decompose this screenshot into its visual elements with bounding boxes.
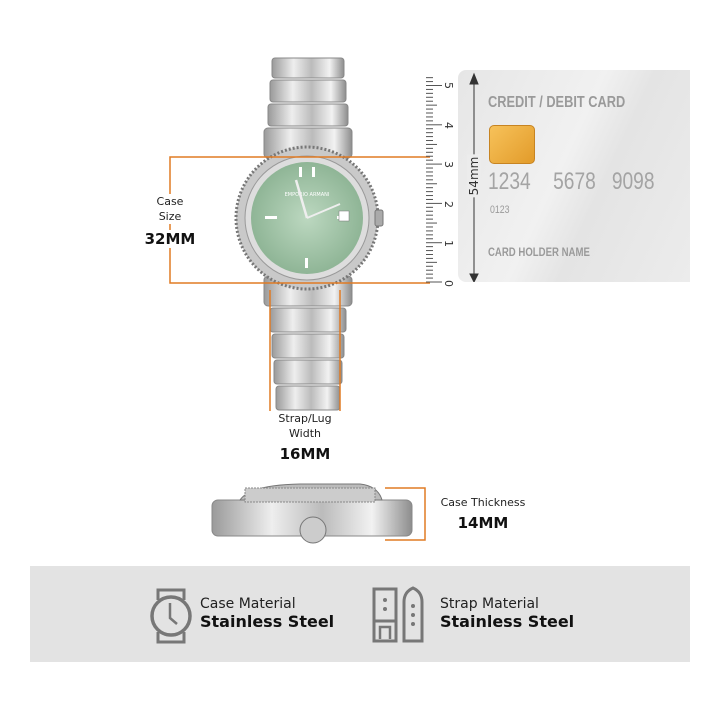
materials-panel: Case Material Stainless Steel Strap Mate… [30,566,690,662]
card-holder-name: CARD HOLDER NAME [488,245,590,259]
card-title: CREDIT / DEBIT CARD [488,94,626,111]
chip-icon [489,125,535,164]
card-small-number: 0123 [490,204,510,216]
card-number-group: 9098 [611,168,655,195]
case-thickness-value: 14MM [457,514,509,532]
strap-material-label: Strap Material [440,596,539,612]
case-material-label: Case Material [200,596,296,612]
ruler-tick-4: 4 [442,122,455,129]
strap-width-value: 16MM [279,445,331,463]
watch-side-illustration [211,483,413,544]
case-thickness-label: Case Thickness [428,495,538,510]
watch-icon [150,588,192,644]
strap-material-value: Stainless Steel [440,612,575,631]
ruler-tick-5: 5 [442,82,455,89]
case-size-value: 32MM [130,230,210,248]
ruler-tick-3: 3 [442,161,455,168]
ruler-tick-0: 0 [442,280,455,287]
card-number-group: 5678 [553,168,596,195]
strap-icon [372,586,424,643]
brand-text: EMPORIO ARMANI [285,192,330,198]
ruler [426,77,442,283]
credit-card: 54mm CREDIT / DEBIT CARD 1234 5678 9098 01… [458,70,690,282]
watch-front-illustration: EMPORIO ARMANI [169,57,442,544]
card-height-label: 54mm [467,154,481,198]
ruler-labels: 0 1 2 3 4 5 [442,75,457,290]
ruler-tick-1: 1 [442,240,455,247]
card-number-group: 1234 [488,168,531,195]
bracelet-top [263,57,353,159]
crown [374,209,384,227]
case-material-value: Stainless Steel [200,612,335,631]
ruler-tick-2: 2 [442,201,455,208]
